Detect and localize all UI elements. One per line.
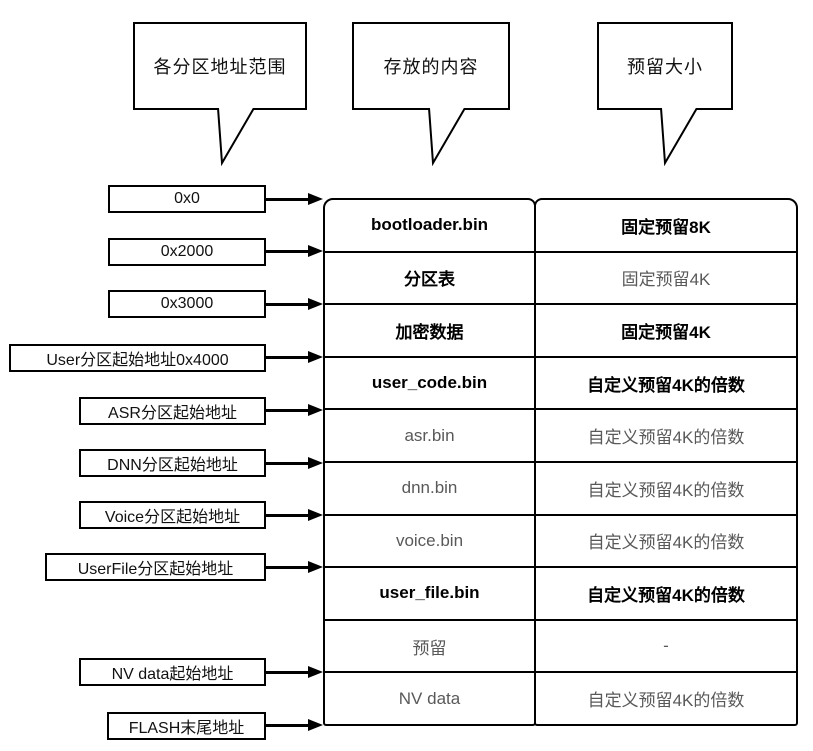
arrow-head-icon <box>308 192 323 205</box>
arrow-head-icon <box>308 404 323 416</box>
arrow-head-icon <box>308 456 323 469</box>
table-cell-content: voice.bin <box>325 513 534 567</box>
arrow <box>264 245 323 258</box>
arrow-shaft <box>264 250 310 253</box>
table-cell-content: asr.bin <box>325 408 534 461</box>
partition-table-content-column: bootloader.bin 分区表 加密数据 user_code.bin as… <box>323 198 536 726</box>
callout-stored-content: 存放的内容 <box>352 22 510 110</box>
arrow-head-icon <box>308 351 323 363</box>
arrow-shaft <box>264 197 310 201</box>
arrow-head-icon <box>308 297 323 310</box>
table-cell-content: user_file.bin <box>325 566 534 619</box>
arrow <box>264 297 323 311</box>
arrow <box>264 509 323 522</box>
arrow <box>264 192 323 206</box>
address-label-asr-start: ASR分区起始地址 <box>79 397 266 425</box>
arrow <box>264 456 323 470</box>
arrow-shaft <box>264 356 310 359</box>
arrow-shaft <box>264 302 310 306</box>
arrow-shaft <box>264 409 310 412</box>
callout-label: 各分区地址范围 <box>153 57 287 77</box>
table-cell-reserved: 自定义预留4K的倍数 <box>536 460 796 514</box>
table-cell-reserved: 自定义预留4K的倍数 <box>536 408 796 461</box>
callout-label: 预留大小 <box>627 57 703 77</box>
table-cell-reserved: 固定预留4K <box>536 303 796 356</box>
callout-address-range: 各分区地址范围 <box>133 22 307 110</box>
address-label-userfile-start: UserFile分区起始地址 <box>45 553 266 581</box>
table-cell-content: bootloader.bin <box>370 215 489 235</box>
callout-tail <box>660 108 698 166</box>
arrow <box>264 561 323 574</box>
address-label-0x3000: 0x3000 <box>108 290 266 318</box>
table-cell-content: user_code.bin <box>325 355 534 409</box>
address-label-0x0: 0x0 <box>108 185 266 213</box>
address-label-dnn-start: DNN分区起始地址 <box>79 449 266 477</box>
arrow <box>264 351 323 364</box>
arrow <box>264 719 323 732</box>
address-label-0x2000: 0x2000 <box>108 238 266 266</box>
table-cell-reserved: 自定义预留4K的倍数 <box>536 671 796 724</box>
callout-tail <box>217 108 255 166</box>
arrow-head-icon <box>308 509 323 521</box>
table-cell-reserved: 固定预留8K <box>621 217 711 237</box>
arrow-head-icon <box>308 561 323 573</box>
arrow <box>264 404 323 417</box>
table-cell-content: dnn.bin <box>325 460 534 514</box>
arrow-head-icon <box>308 719 323 731</box>
table-cell-content: 分区表 <box>325 250 534 304</box>
table-cell-reserved: - <box>536 618 796 672</box>
arrow-shaft <box>264 461 310 465</box>
table-cell-reserved: 自定义预留4K的倍数 <box>536 513 796 567</box>
address-label-voice-start: Voice分区起始地址 <box>79 501 266 529</box>
arrow-shaft <box>264 566 310 569</box>
partition-table-reserved-column: 固定预留8K 固定预留4K 固定预留4K 自定义预留4K的倍数 自定义预留4K的… <box>534 198 798 726</box>
arrow-shaft <box>264 724 310 727</box>
table-cell-content: 预留 <box>325 618 534 672</box>
arrow-shaft <box>264 514 310 517</box>
table-cell-reserved: 自定义预留4K的倍数 <box>536 566 796 619</box>
table-cell-content: NV data <box>325 671 534 724</box>
address-label-flash-end: FLASH末尾地址 <box>107 712 266 740</box>
arrow-head-icon <box>308 665 323 678</box>
arrow-head-icon <box>308 245 323 257</box>
arrow-shaft <box>264 670 310 674</box>
address-label-user-start: User分区起始地址0x4000 <box>9 344 266 372</box>
table-cell-reserved: 自定义预留4K的倍数 <box>536 355 796 409</box>
callout-label: 存放的内容 <box>383 57 479 77</box>
table-cell-content: 加密数据 <box>325 303 534 356</box>
callout-tail <box>428 108 466 166</box>
callout-reserved-size: 预留大小 <box>597 22 733 110</box>
arrow <box>264 665 323 679</box>
table-cell-reserved: 固定预留4K <box>536 250 796 304</box>
address-label-nvdata-start: NV data起始地址 <box>79 658 266 686</box>
